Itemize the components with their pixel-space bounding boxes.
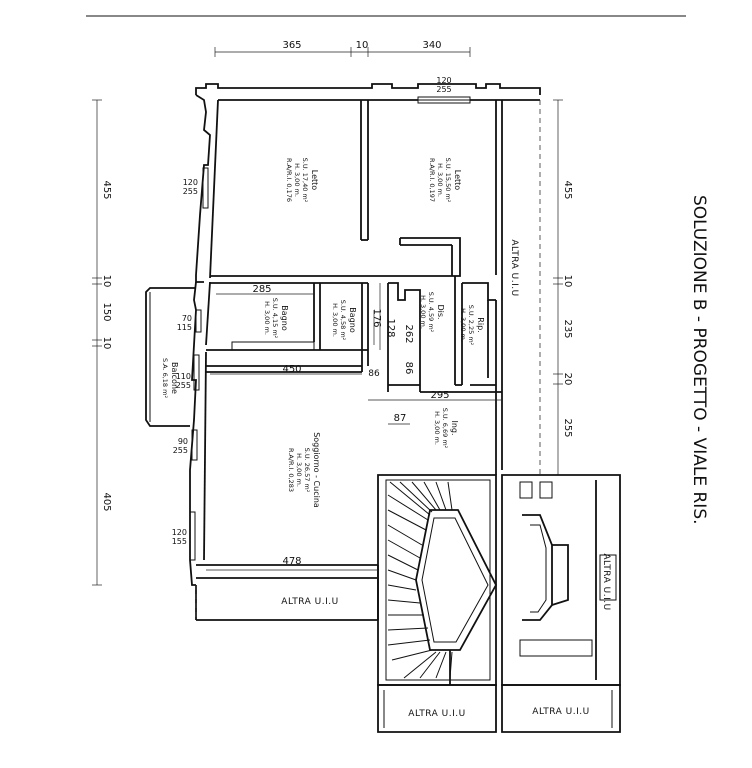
room-soggiorno-ra: R.A/R.I. 0,283 bbox=[287, 448, 295, 492]
dim-left-10a: 10 bbox=[101, 275, 112, 288]
room-bagno-1: Bagno S.U. 4,15 m² H. 3,00 m. bbox=[263, 298, 289, 339]
altra-uiu-label-left: ALTRA U.I.U bbox=[281, 597, 338, 607]
room-dis: Dis. S.U. 4,59 m² H. 3,00 m. bbox=[419, 292, 445, 333]
dim-450: 450 bbox=[282, 364, 301, 375]
room-rip: Rip. S.U. 2,25 m² H. 3,00 m. bbox=[459, 305, 485, 346]
dim-w5a: 120 bbox=[172, 528, 187, 537]
room-rip-su: S.U. 2,25 m² bbox=[467, 305, 475, 346]
dim-top-340: 340 bbox=[422, 40, 441, 51]
dim-top-365: 365 bbox=[282, 40, 301, 51]
room-soggiorno: Soggiorno - Cucina S.U. 26,57 m² H. 3,00… bbox=[287, 432, 321, 508]
room-bagno-2: Bagno S.U. 4,58 m² H. 3,00 m. bbox=[331, 300, 357, 341]
room-bagno-1-su: S.U. 4,15 m² bbox=[271, 298, 279, 339]
dim-win-top-b: 255 bbox=[436, 85, 451, 94]
dim-478: 478 bbox=[282, 556, 301, 567]
dim-w1b: 255 bbox=[183, 187, 198, 196]
balcony-outline bbox=[146, 288, 196, 426]
dim-w4a: 90 bbox=[178, 437, 188, 446]
bottom-units bbox=[378, 685, 620, 732]
room-rip-name: Rip. bbox=[476, 317, 485, 332]
altra-uiu-label-corridor: ALTRA U.I.U bbox=[509, 239, 519, 296]
dim-left-455: 455 bbox=[101, 180, 112, 199]
room-dis-su: S.U. 4,59 m² bbox=[427, 292, 435, 333]
room-soggiorno-name: Soggiorno - Cucina bbox=[312, 432, 321, 508]
room-soggiorno-su: S.U. 26,57 m² bbox=[303, 448, 311, 493]
dim-262: 262 bbox=[403, 324, 414, 343]
plan-title: SOLUZIONE B - PROGETTO - VIALE RIS. bbox=[689, 195, 709, 525]
room-letto-1-ra: R.A/R.I. 0,176 bbox=[285, 158, 293, 202]
dim-left-405: 405 bbox=[101, 492, 112, 511]
room-bagno-1-name: Bagno bbox=[280, 305, 289, 331]
dim-top-10: 10 bbox=[356, 40, 369, 51]
staircase bbox=[378, 475, 496, 685]
room-bagno-2-h: H. 3,00 m. bbox=[331, 303, 339, 337]
dim-w3a: 110 bbox=[176, 372, 191, 381]
dim-w2b: 115 bbox=[177, 323, 192, 332]
room-bagno-2-su: S.U. 4,58 m² bbox=[339, 300, 347, 341]
room-bagno-2-name: Bagno bbox=[348, 307, 357, 333]
dim-285: 285 bbox=[252, 284, 271, 295]
dim-86b: 86 bbox=[403, 362, 414, 375]
room-balcone-sa: S.A. 6,18 m² bbox=[161, 358, 169, 399]
room-letto-2-ra: R.A/R.I. 0,197 bbox=[428, 158, 436, 202]
dim-left-150: 150 bbox=[101, 302, 112, 321]
internal-dimensions: 285 176 128 262 450 86 86 295 87 478 bbox=[206, 283, 502, 570]
room-soggiorno-h: H. 3,00 m. bbox=[295, 453, 303, 487]
room-bagno-1-h: H. 3,00 m. bbox=[263, 301, 271, 335]
dim-w5b: 155 bbox=[172, 537, 187, 546]
dim-295: 295 bbox=[430, 390, 449, 401]
dim-right-10: 10 bbox=[562, 275, 573, 288]
exterior-walls bbox=[190, 84, 540, 620]
room-letto-2-su: S.U. 15,50 m² bbox=[444, 158, 452, 203]
room-ing-h: H. 3,00 m. bbox=[433, 411, 441, 445]
dim-87: 87 bbox=[394, 413, 407, 424]
room-letto-1-h: H. 3,00 m. bbox=[293, 163, 301, 197]
room-ing-name: Ing. bbox=[450, 420, 459, 435]
room-letto-1-su: S.U. 17,40 m² bbox=[301, 158, 309, 203]
dim-right-20: 20 bbox=[562, 373, 573, 386]
dim-win-top-a: 120 bbox=[436, 76, 451, 85]
altra-uiu-label-bottom-1: ALTRA U.I.U bbox=[408, 709, 465, 719]
room-letto-2-name: Letto bbox=[453, 170, 462, 191]
room-dis-h: H. 3,00 m. bbox=[419, 295, 427, 329]
room-balcone: Balcone S.A. 6,18 m² bbox=[161, 358, 179, 399]
dim-left-10b: 10 bbox=[101, 337, 112, 350]
dim-176: 176 bbox=[371, 308, 382, 327]
altra-uiu-label-bottom-2: ALTRA U.I.U bbox=[532, 707, 589, 717]
left-dimension-chain: 455 10 150 10 405 bbox=[92, 100, 112, 585]
window-dimensions: 120 255 120 255 70 115 110 255 90 255 12… bbox=[172, 76, 452, 546]
room-ing: Ing. S.U. 6,69 m² H. 3,00 m. bbox=[433, 408, 459, 449]
interior-walls bbox=[206, 100, 502, 475]
dim-w3b: 255 bbox=[176, 381, 191, 390]
room-ing-su: S.U. 6,69 m² bbox=[441, 408, 449, 449]
dim-86a: 86 bbox=[368, 369, 380, 379]
room-balcone-name: Balcone bbox=[170, 362, 179, 394]
altra-uiu-boundary bbox=[196, 100, 620, 732]
room-rip-h: H. 3,00 m. bbox=[459, 308, 467, 342]
right-dimension-chain: 455 10 235 20 255 bbox=[553, 100, 573, 475]
dim-right-455: 455 bbox=[562, 180, 573, 199]
room-letto-2: Letto S.U. 15,50 m² H. 3,00 m. R.A/R.I. … bbox=[428, 158, 462, 203]
dim-right-255: 255 bbox=[562, 418, 573, 437]
room-letto-1-name: Letto bbox=[310, 170, 319, 191]
dim-128: 128 bbox=[385, 318, 396, 337]
dim-right-235: 235 bbox=[562, 319, 573, 338]
dim-w4b: 255 bbox=[173, 446, 188, 455]
room-letto-2-h: H. 3,00 m. bbox=[436, 163, 444, 197]
altra-uiu-label-service: ALTRA U.I.U bbox=[601, 553, 611, 610]
windows bbox=[190, 97, 470, 560]
dim-w1a: 120 bbox=[183, 178, 198, 187]
room-dis-name: Dis. bbox=[436, 304, 445, 319]
top-dimension-chain: 365 10 340 bbox=[215, 40, 470, 57]
dim-w2a: 70 bbox=[182, 314, 192, 323]
room-letto-1: Letto S.U. 17,40 m² H. 3,00 m. R.A/R.I. … bbox=[285, 158, 319, 203]
